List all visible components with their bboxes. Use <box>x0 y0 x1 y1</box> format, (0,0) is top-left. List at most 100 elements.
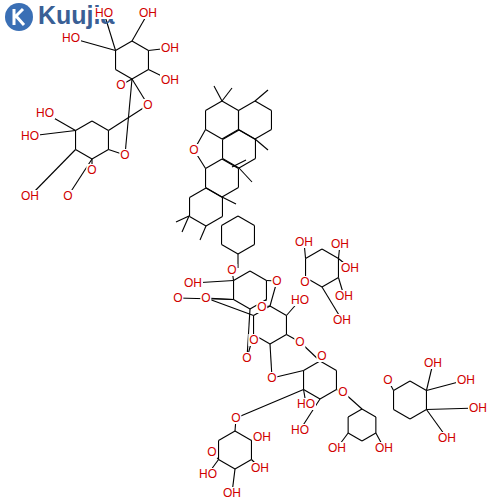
bond <box>270 335 286 345</box>
atom-label: O <box>206 446 217 458</box>
bond <box>410 381 426 391</box>
bond <box>322 278 338 288</box>
bond <box>235 431 251 441</box>
bond <box>214 86 222 101</box>
atom-label: HO <box>198 468 218 480</box>
bond <box>116 41 132 51</box>
bond <box>223 130 239 140</box>
atom-label: HO <box>290 424 310 436</box>
bond <box>92 121 108 131</box>
bond <box>338 259 339 278</box>
bond <box>255 139 268 150</box>
bond <box>239 101 255 111</box>
atom-label: OH <box>332 314 352 326</box>
atom-label: OH <box>183 277 203 289</box>
bond <box>222 198 223 217</box>
bond <box>266 281 267 300</box>
bond <box>239 168 252 182</box>
bond <box>222 88 232 101</box>
bond <box>218 441 219 460</box>
bond <box>304 361 320 371</box>
bond <box>206 298 254 316</box>
atom-label: OH <box>423 357 443 369</box>
atom-label: OH <box>252 431 272 443</box>
bond <box>108 131 109 150</box>
bond <box>250 271 266 281</box>
bond <box>132 70 148 80</box>
bond <box>222 188 238 198</box>
logo-icon <box>5 3 33 31</box>
bond <box>306 249 322 259</box>
atom-label: O <box>86 164 97 176</box>
bond <box>348 417 349 433</box>
bond <box>233 281 234 300</box>
atom-label: O <box>62 190 73 202</box>
bond <box>303 371 304 390</box>
atom-label: HO <box>61 32 81 44</box>
bond <box>132 41 148 51</box>
atom-label: OH <box>294 236 314 248</box>
bond <box>254 226 255 245</box>
atom-label: HO <box>35 107 55 119</box>
bond <box>189 198 190 217</box>
bond <box>205 169 206 188</box>
atom-label: OH <box>374 442 394 454</box>
atom-label: OH <box>340 262 360 274</box>
atom-label: OH <box>456 374 476 386</box>
bond <box>92 150 108 160</box>
atom-label: O <box>142 99 153 111</box>
bond <box>236 390 304 419</box>
bond <box>255 130 271 140</box>
atom-label: OH <box>437 432 457 444</box>
bond <box>393 391 394 410</box>
bond <box>219 431 235 441</box>
bond <box>235 460 251 470</box>
bond <box>238 216 254 226</box>
bond <box>255 90 268 101</box>
atom-label: OH <box>160 42 180 54</box>
bond <box>239 130 255 140</box>
atom-label: HO <box>290 294 310 306</box>
bond <box>206 188 222 198</box>
bond <box>362 433 376 441</box>
bond <box>238 111 239 130</box>
atom-label: O <box>248 334 259 346</box>
bond <box>219 460 235 470</box>
atom-label: OH <box>330 238 350 250</box>
atom-label: O <box>115 79 126 91</box>
atom-label: O <box>256 301 267 313</box>
bond <box>206 159 222 169</box>
bond <box>305 259 306 278</box>
atom-label: O <box>172 292 183 304</box>
bond <box>222 140 223 159</box>
bond <box>322 249 338 259</box>
bond-lines <box>30 13 478 493</box>
bond <box>148 51 149 70</box>
atom-label: O <box>226 264 237 276</box>
bond <box>206 188 222 198</box>
bond <box>75 131 76 150</box>
atom-label: HO <box>296 398 316 410</box>
bond <box>206 217 222 227</box>
atom-label: O <box>294 336 305 348</box>
atom-label: OH <box>160 74 180 86</box>
atom-label: HO <box>94 7 114 19</box>
bond <box>253 316 254 335</box>
bond <box>239 159 255 169</box>
atom-label: O <box>188 144 199 156</box>
atom-label: O <box>382 374 393 386</box>
atom-label: O <box>316 350 327 362</box>
atom-label: OH <box>327 442 347 454</box>
atom-label: O <box>200 292 211 304</box>
bond <box>76 150 92 160</box>
bond <box>222 130 238 140</box>
atom-label: OH <box>138 7 158 19</box>
atom-label: O <box>337 386 348 398</box>
bond <box>394 410 410 420</box>
bond <box>255 101 271 111</box>
atom-label: O <box>241 352 252 364</box>
bond <box>115 51 116 70</box>
bond <box>200 226 206 240</box>
bond <box>362 409 376 417</box>
atom-label: O <box>299 276 310 288</box>
